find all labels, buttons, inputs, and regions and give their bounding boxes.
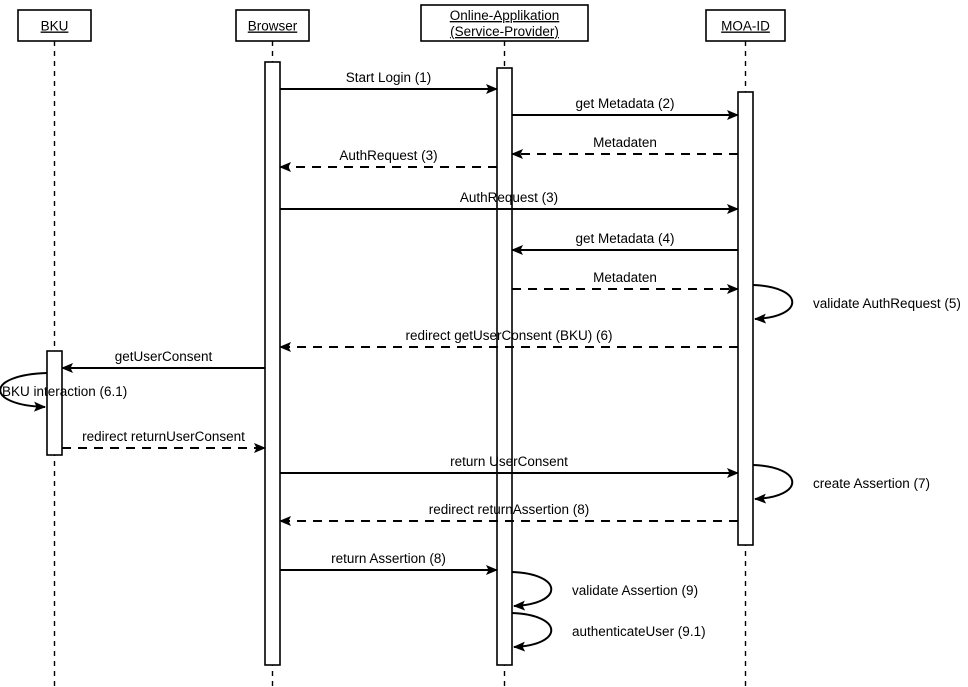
message-label: get Metadata (2) (575, 96, 674, 111)
message-6: get Metadata (4) (511, 231, 738, 255)
lifeline-header-box-browser[interactable] (235, 9, 310, 42)
message-label: redirect getUserConsent (BKU) (6) (405, 328, 612, 343)
self-message-arrow (511, 612, 553, 652)
activation-bar-moaid (737, 91, 754, 546)
message-label: AuthRequest (3) (339, 148, 437, 163)
message-label: AuthRequest (3) (460, 190, 558, 205)
message-3: Metadaten (511, 135, 738, 159)
message-18: authenticateUser (9.1) (511, 612, 706, 652)
message-label: redirect returnAssertion (8) (429, 502, 590, 517)
activations-layer (46, 61, 754, 666)
self-message-arrow (511, 571, 553, 611)
message-1: Start Login (1) (280, 70, 498, 94)
lifeline-header-box-moaid[interactable] (705, 9, 786, 42)
self-message-arrow (752, 464, 794, 504)
lifeline-header-box-oa[interactable] (420, 4, 589, 42)
lifeline-label-bku: BKU (41, 19, 69, 34)
lifeline-label-browser: Browser (248, 19, 298, 34)
message-label: redirect returnUserConsent (82, 429, 245, 444)
message-12: redirect returnUserConsent (62, 429, 266, 453)
message-label: validate Assertion (9) (572, 583, 698, 598)
message-4: AuthRequest (3) (279, 148, 497, 172)
message-8: validate AuthRequest (5) (752, 284, 961, 324)
lifeline-bku: BKU (17, 9, 92, 687)
message-2: get Metadata (2) (512, 96, 739, 120)
activation-bar-browser (264, 61, 281, 666)
message-label: get Metadata (4) (575, 231, 674, 246)
self-message-arrow (0, 372, 48, 412)
message-17: validate Assertion (9) (511, 571, 698, 611)
message-label: Metadaten (593, 270, 657, 285)
message-13: return UserConsent (280, 454, 739, 478)
message-label: BKU interaction (6.1) (2, 384, 127, 399)
message-label: authenticateUser (9.1) (572, 624, 706, 639)
messages-layer: Start Login (1) get Metadata (2) Metadaten… (0, 70, 961, 652)
message-5: AuthRequest (3) (280, 190, 739, 214)
message-9: redirect getUserConsent (BKU) (6) (279, 328, 738, 352)
lifeline-label-moaid: MOA-ID (721, 19, 770, 34)
message-label: Metadaten (593, 135, 657, 150)
message-label: return UserConsent (450, 454, 568, 469)
message-11: BKU interaction (6.1) (0, 372, 127, 412)
message-label: return Assertion (8) (331, 551, 446, 566)
message-label: create Assertion (7) (813, 476, 930, 491)
lifeline-label-oa: Online-Applikation(Service-Provider) (450, 8, 560, 39)
lifeline-header-box-bku[interactable] (17, 9, 92, 42)
self-message-arrow (752, 284, 794, 324)
message-label: Start Login (1) (346, 70, 432, 85)
message-14: create Assertion (7) (752, 464, 930, 504)
message-7: Metadaten (512, 270, 739, 294)
message-label: getUserConsent (115, 349, 213, 364)
message-10: getUserConsent (61, 349, 265, 373)
message-label: validate AuthRequest (5) (813, 296, 961, 311)
message-16: return Assertion (8) (280, 551, 498, 575)
activation-bar-bku (46, 350, 63, 456)
activation-bar-oa (496, 67, 513, 666)
message-15: redirect returnAssertion (8) (279, 502, 738, 526)
